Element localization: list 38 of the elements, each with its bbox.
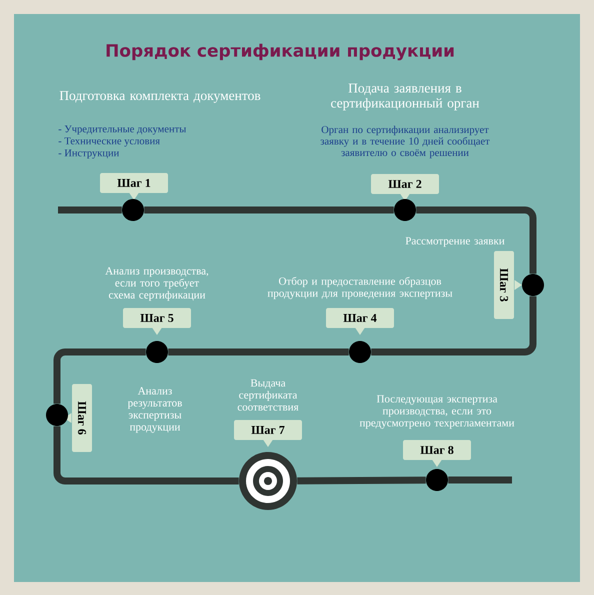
track-line [416, 206, 536, 274]
step-heading: Подача заявления в сертификационный орган [331, 84, 480, 110]
step-badge: Шаг 7 [234, 420, 302, 447]
step-dot [46, 404, 68, 426]
step-dot [522, 274, 544, 296]
step-dot [349, 341, 371, 363]
step-heading: Подготовка комплекта документов [60, 91, 260, 103]
step-badge: Шаг 6 [64, 384, 92, 452]
step-badge: Шаг 3 [494, 251, 522, 319]
step-description: - Технические условия [58, 137, 160, 147]
step-badge: Шаг 4 [326, 308, 394, 335]
step-description: - Инструкции [58, 149, 119, 159]
step-description: Анализ результатов экспертизы продукции [128, 387, 182, 433]
title: Порядок сертификации продукции [106, 44, 454, 60]
step-description: Анализ производства, если того требует схема сертификации [105, 267, 208, 301]
step-dot [394, 199, 416, 221]
step-description: Последующая экспертиза производства, если это предусмотрено техрегламентами [360, 395, 514, 429]
step-badge: Шаг 5 [123, 308, 191, 335]
step-badge: Шаг 2 [371, 174, 439, 201]
track-line [297, 476, 426, 484]
track-line [448, 476, 512, 484]
track-line [371, 296, 536, 356]
step-description: Орган по сертификации анализирует заявку и в течение 10 дней сообщает заявителю о своём решении [320, 126, 490, 158]
step-dot [122, 199, 144, 221]
target-drawing [239, 452, 297, 510]
track-line [168, 348, 349, 356]
step-badge: Шаг 8 [403, 440, 471, 467]
step-description: Выдача сертификата соответствия [238, 379, 298, 411]
step-description: Рассмотрение заявки [406, 237, 504, 247]
step-description: - Учредительные документы [58, 125, 186, 135]
step-description: Отбор и предоставление образцов продукции для проведения экспертизы [268, 276, 452, 300]
track-line [54, 348, 146, 404]
step-dot [146, 341, 168, 363]
track-line [54, 426, 239, 484]
track-line [58, 206, 122, 214]
step-badge: Шаг 1 [100, 173, 168, 200]
track-line [144, 206, 394, 214]
step-dot [426, 469, 448, 491]
